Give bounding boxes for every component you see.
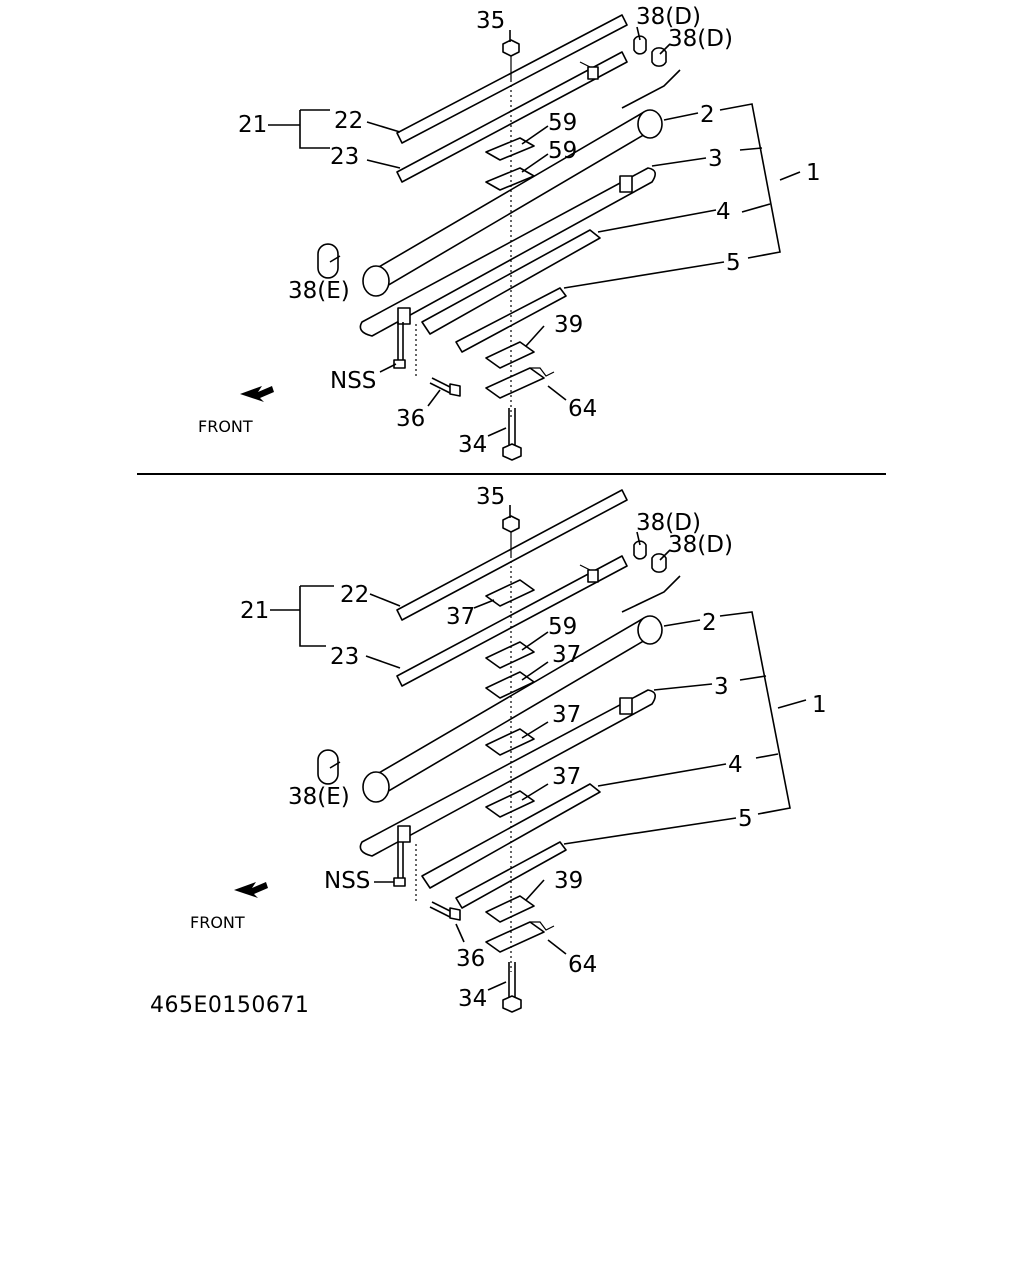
pad-39 — [485, 895, 535, 923]
label-3: 3 — [708, 146, 723, 172]
label-34: 34 — [458, 986, 487, 1012]
label-37-a: 37 — [446, 604, 475, 630]
label-22: 22 — [340, 582, 369, 608]
label-38d-a: 38(D) — [636, 4, 701, 30]
label-39: 39 — [554, 312, 583, 338]
label-nss: NSS — [330, 368, 376, 394]
label-35: 35 — [476, 484, 505, 510]
main-leaf-2 — [362, 109, 663, 297]
label-1: 1 — [806, 160, 821, 186]
clip — [579, 61, 599, 80]
pad-37-a — [485, 579, 535, 607]
pad-37-c — [485, 728, 535, 756]
bolt-nss — [393, 842, 406, 887]
label-64: 64 — [568, 396, 597, 422]
bushing-38d-a — [633, 35, 647, 55]
leaf-3 — [359, 689, 656, 857]
label-4: 4 — [728, 752, 743, 778]
label-5: 5 — [738, 806, 753, 832]
label-59-a: 59 — [548, 110, 577, 136]
label-59: 59 — [548, 614, 577, 640]
bolt-36 — [429, 901, 461, 921]
label-37-c: 37 — [552, 702, 581, 728]
nut-35 — [502, 515, 520, 556]
label-21: 21 — [240, 598, 269, 624]
label-38d-b: 38(D) — [668, 532, 733, 558]
plate-64 — [485, 367, 555, 399]
label-front: FRONT — [198, 417, 253, 436]
pad-37-d — [485, 790, 535, 818]
label-64: 64 — [568, 952, 597, 978]
label-3: 3 — [714, 674, 729, 700]
label-4: 4 — [716, 199, 731, 225]
pad-39 — [485, 341, 535, 369]
label-2: 2 — [700, 102, 715, 128]
label-36: 36 — [456, 946, 485, 972]
label-23: 23 — [330, 144, 359, 170]
nut-35 — [502, 39, 520, 80]
top-assembly: 35 38(D) 38(D) 21 22 23 59 59 2 3 1 4 5 … — [198, 4, 821, 461]
bushing-38e — [317, 243, 339, 279]
leaf-23 — [396, 555, 628, 687]
bolt-36 — [429, 377, 461, 397]
drawing-code: 465E0150671 — [150, 993, 309, 1018]
label-37-d: 37 — [552, 764, 581, 790]
label-nss: NSS — [324, 868, 370, 894]
label-23: 23 — [330, 644, 359, 670]
bolt-34 — [502, 962, 522, 1013]
leaf-22 — [396, 14, 628, 144]
leaf-5 — [455, 841, 567, 909]
bushing-38e — [317, 749, 339, 785]
label-38e: 38(E) — [288, 278, 350, 304]
label-36: 36 — [396, 406, 425, 432]
pad-59 — [485, 641, 535, 669]
label-35: 35 — [476, 8, 505, 34]
front-arrow-icon — [240, 386, 274, 402]
label-2: 2 — [702, 610, 717, 636]
label-59-b: 59 — [548, 138, 577, 164]
front-arrow-icon — [234, 882, 268, 898]
label-39: 39 — [554, 868, 583, 894]
label-front: FRONT — [190, 913, 245, 932]
clip — [579, 564, 599, 583]
label-37-b: 37 — [552, 642, 581, 668]
leaf-22 — [396, 489, 628, 621]
label-38d-b: 38(D) — [668, 26, 733, 52]
label-1: 1 — [812, 692, 827, 718]
label-34: 34 — [458, 432, 487, 458]
label-5: 5 — [726, 250, 741, 276]
bushing-38d-a — [633, 540, 647, 560]
bolt-nss — [393, 322, 406, 369]
bottom-assembly: 35 38(D) 38(D) 21 22 37 23 59 37 2 3 1 3… — [190, 484, 827, 1013]
label-21: 21 — [238, 112, 267, 138]
main-leaf-2 — [362, 615, 663, 803]
leaf-3 — [359, 167, 656, 337]
bolt-34 — [502, 408, 522, 461]
plate-64 — [485, 921, 555, 953]
label-22: 22 — [334, 108, 363, 134]
label-38d-a: 38(D) — [636, 510, 701, 536]
leaf-23 — [396, 51, 628, 183]
label-38e: 38(E) — [288, 784, 350, 810]
